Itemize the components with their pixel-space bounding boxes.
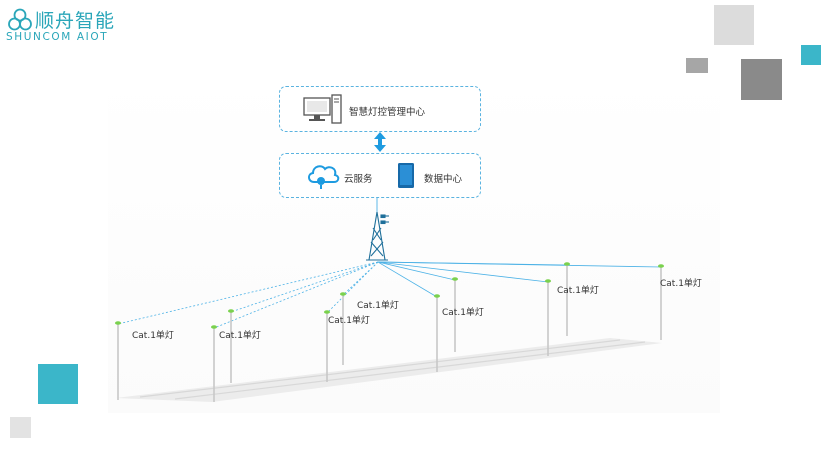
link-line-lamp-3	[213, 261, 379, 329]
deco-square-light-bottom	[10, 417, 31, 438]
deco-square-gray-dark	[741, 59, 782, 100]
lamp-label: Cat.1单灯	[660, 279, 702, 289]
deco-square-gray-small	[686, 58, 708, 73]
lamp-label: Cat.1单灯	[328, 316, 370, 326]
deco-square-teal-top	[801, 45, 821, 65]
link-line-lamp-8	[377, 261, 549, 283]
cloud-data-box: 云服务 数据中心	[279, 153, 481, 198]
street-lamp-icon	[211, 325, 217, 329]
cloud-service-label: 云服务	[344, 174, 373, 185]
lamp-label: Cat.1单灯	[442, 308, 484, 318]
cloud-icon	[308, 165, 340, 189]
cell-tower-icon	[366, 211, 389, 261]
logo-mark-icon	[8, 8, 32, 31]
deco-square-teal-bottom	[38, 364, 78, 404]
brand-name-cn: 顺舟智能	[35, 10, 116, 32]
link-line-lamp-7	[377, 261, 456, 281]
link-line-lamp-6	[377, 261, 438, 298]
lamp-label: Cat.1单灯	[357, 301, 399, 311]
management-center-box: 智慧灯控管理中心	[279, 86, 481, 132]
brand-logo: 顺舟智能 SHUNCOM AIOT	[5, 7, 115, 43]
street-lamp-icon	[545, 279, 551, 283]
street-lamp-icon	[115, 321, 121, 325]
computer-icon	[303, 94, 342, 124]
street-lamp-icon	[564, 262, 570, 266]
street-lamp-icon	[324, 310, 330, 314]
link-line-lamp-5	[342, 261, 379, 296]
road-lane-1	[139, 339, 621, 398]
street-lamp-icon	[228, 309, 234, 313]
data-center-label: 数据中心	[424, 174, 463, 185]
deco-square-light-top	[714, 5, 754, 45]
street-lamp-icon	[340, 292, 346, 296]
management-center-label: 智慧灯控管理中心	[349, 107, 426, 118]
lamp-label: Cat.1单灯	[557, 286, 599, 296]
double-arrow-icon	[374, 132, 386, 152]
road-lane-2	[174, 341, 646, 400]
road	[116, 338, 662, 402]
server-icon	[398, 163, 414, 188]
brand-name-en: SHUNCOM AIOT	[6, 31, 109, 43]
street-lamp-icon	[434, 294, 440, 298]
street-lamp-icon	[452, 277, 458, 281]
link-line-lamp-2	[230, 261, 379, 313]
lamp-label: Cat.1单灯	[132, 331, 174, 341]
link-line-lamp-10	[377, 261, 662, 268]
lamp-label: Cat.1单灯	[219, 331, 261, 341]
link-line-lamp-1	[117, 261, 379, 325]
street-lamp-icon	[658, 264, 664, 268]
